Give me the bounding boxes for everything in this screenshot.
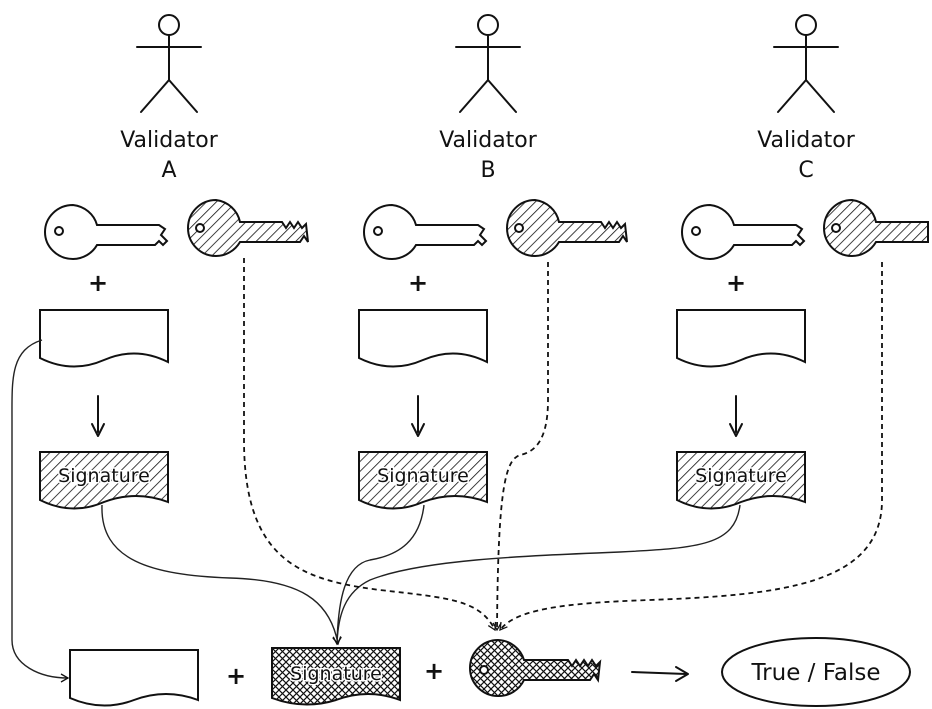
signature-label: Signature: [377, 465, 469, 487]
result-label: True / False: [751, 660, 881, 686]
public-key-icon: [823, 198, 929, 258]
public-key-icon: [506, 198, 628, 258]
validator-a-column: Validator A + Signature: [39, 14, 309, 510]
output-row: + Signature + True / False: [69, 637, 911, 707]
public-key-icon: [187, 198, 309, 258]
validator-name: Validator: [439, 128, 538, 153]
stick-figure-icon: [773, 14, 839, 113]
signature-label: Signature: [58, 465, 150, 487]
aggregate-signature-label: Signature: [290, 663, 382, 685]
validator-letter: C: [798, 158, 813, 183]
validator-c-column: Validator C + Signature: [676, 14, 929, 510]
signature-label: Signature: [695, 465, 787, 487]
plus-sign: +: [424, 657, 444, 685]
validator-b-column: Validator B + Signature: [358, 14, 628, 510]
signature-b-to-aggregate-arrow: [332, 504, 425, 646]
private-key-icon: [44, 203, 169, 261]
public-key-b-to-aggregate-key-arrow: [492, 262, 549, 632]
signature-c-to-aggregate-arrow: [332, 504, 741, 646]
aggregate-signature-block: Signature: [271, 647, 401, 706]
result-ellipse: True / False: [721, 637, 911, 707]
public-key-a-to-aggregate-key-arrow: [243, 258, 497, 632]
arrow-down-icon: [91, 395, 105, 437]
message-document-icon: [39, 309, 169, 368]
plus-sign: +: [726, 269, 746, 297]
message-to-output-arrow: [11, 339, 70, 683]
message-document-icon: [69, 649, 199, 707]
connectors: [11, 258, 883, 683]
arrow-down-icon: [729, 395, 743, 437]
stick-figure-icon: [136, 14, 202, 113]
plus-sign: +: [88, 269, 108, 297]
aggregate-public-key-icon: [469, 638, 602, 698]
signature-block: Signature: [39, 451, 169, 510]
message-document-icon: [676, 309, 806, 368]
signature-block: Signature: [676, 451, 806, 510]
plus-sign: +: [226, 662, 246, 690]
signature-a-to-aggregate-arrow: [101, 504, 342, 646]
validator-name: Validator: [120, 128, 219, 153]
stick-figure-icon: [455, 14, 521, 113]
validator-letter: A: [161, 158, 176, 183]
private-key-icon: [363, 203, 488, 261]
signature-block: Signature: [358, 451, 488, 510]
arrow-right-icon: [631, 666, 689, 682]
validator-name: Validator: [757, 128, 856, 153]
validator-letter: B: [480, 158, 495, 183]
message-document-icon: [358, 309, 488, 368]
plus-sign: +: [408, 269, 428, 297]
arrow-down-icon: [411, 395, 425, 437]
private-key-icon: [681, 203, 806, 261]
